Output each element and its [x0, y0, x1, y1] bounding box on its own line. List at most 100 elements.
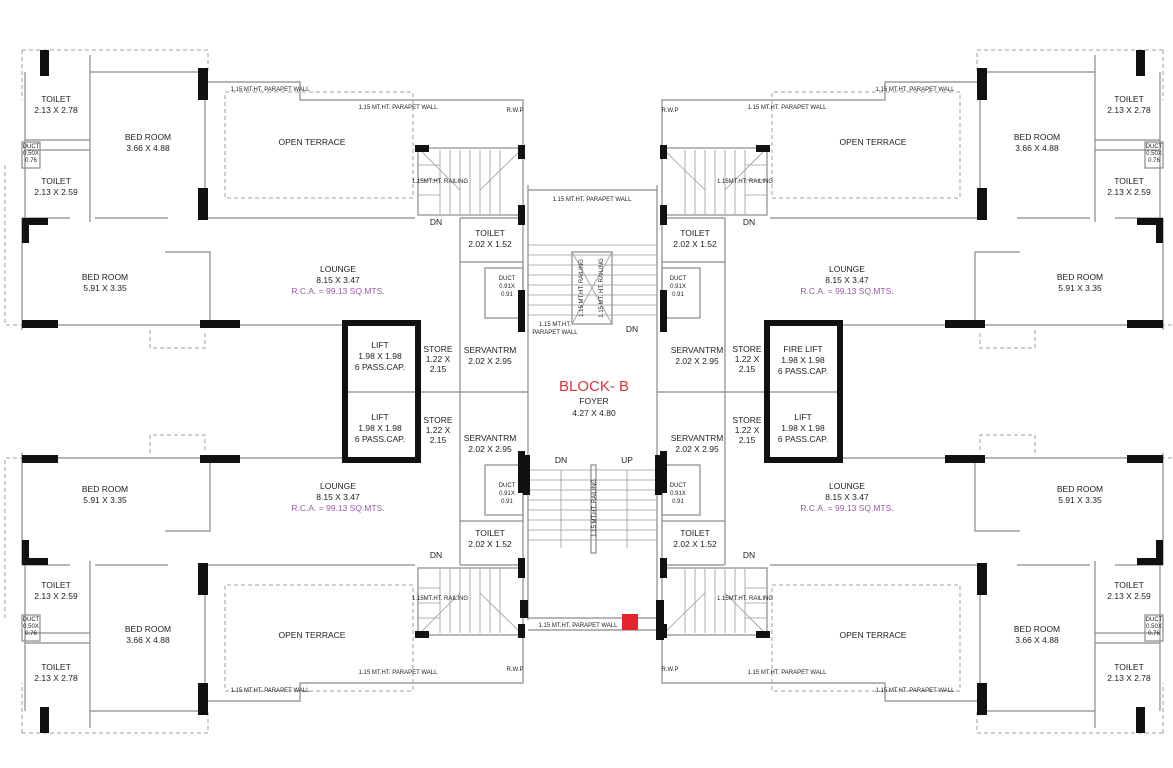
lounge-label: 8.15 X 3.47: [825, 275, 869, 285]
parapet-label: 1.15 MT.HT. PARAPET WALL: [231, 688, 311, 694]
toilet-label: 2.13 X 2.59: [1107, 591, 1151, 601]
servant-room-label: 2.02 X 2.95: [468, 356, 512, 366]
lounge-label: LOUNGE: [829, 264, 865, 274]
toilet-label: TOILET: [41, 580, 71, 590]
toilet-label: TOILET: [1114, 176, 1144, 186]
lounge-label: R.C.A. = 99.13 SQ.MTS.: [291, 286, 384, 296]
servant-room-label: SERVANTRM: [671, 345, 724, 355]
duct-label: 0.91: [672, 499, 684, 505]
duct-label: 0.76: [25, 158, 37, 164]
lift-label: 6 PASS.CAP.: [355, 434, 405, 444]
rwp-label: R.W.P: [506, 108, 523, 114]
rwp-label: R.W.P: [661, 108, 678, 114]
railing-label: 1.15MT.HT. RAILING: [717, 179, 773, 185]
bedroom-label: BED ROOM: [1057, 484, 1103, 494]
lounge-label: R.C.A. = 99.13 SQ.MTS.: [291, 503, 384, 513]
bedroom-label: 3.66 X 4.88: [126, 143, 170, 153]
duct-label: DUCT: [1146, 144, 1163, 150]
stair-up-label: UP: [621, 455, 633, 465]
duct-label: DUCT: [670, 276, 687, 282]
store-label: STORE: [423, 415, 452, 425]
toilet-label: TOILET: [475, 228, 505, 238]
toilet-label: 2.02 X 1.52: [468, 239, 512, 249]
duct-label: DUCT: [670, 483, 687, 489]
lift-shaft-right: [764, 320, 843, 463]
stair-bottom-treads: [528, 469, 657, 548]
railing-label: 1.15 MT.HT. RAILING: [579, 259, 585, 317]
duct-label: 0.91: [672, 292, 684, 298]
stair-dn-label: DN: [626, 324, 638, 334]
stair-dn-label: DN: [743, 550, 755, 560]
store-label: STORE: [423, 344, 452, 354]
duct-label: 0.91X: [670, 284, 686, 290]
bedroom-label: BED ROOM: [82, 272, 128, 282]
rwp-label: R.W.P: [506, 667, 523, 673]
foyer-label: 4.27 X 4.80: [572, 408, 616, 418]
servant-room-label: SERVANTRM: [464, 433, 517, 443]
servant-room-label: SERVANTRM: [671, 433, 724, 443]
bedroom-label: 5.91 X 3.35: [1058, 495, 1102, 505]
lounge-label: LOUNGE: [320, 481, 356, 491]
toilet-label: 2.13 X 2.78: [1107, 105, 1151, 115]
store-label: 1.22 X: [735, 354, 760, 364]
lift-label: 6 PASS.CAP.: [355, 362, 405, 372]
duct-label: DUCT: [499, 483, 516, 489]
lounge-label: R.C.A. = 99.13 SQ.MTS.: [800, 503, 893, 513]
toilet-label: TOILET: [41, 94, 71, 104]
toilet-label: TOILET: [1114, 94, 1144, 104]
store-label: 2.15: [739, 435, 756, 445]
fire-lift-label: 1.98 X 1.98: [781, 355, 825, 365]
terrace-label: OPEN TERRACE: [840, 137, 907, 147]
lift-label: 6 PASS.CAP.: [778, 434, 828, 444]
lift-shaft-left: [342, 320, 421, 463]
toilet-label: TOILET: [1114, 662, 1144, 672]
toilet-label: TOILET: [680, 228, 710, 238]
lift-label: 1.98 X 1.98: [358, 423, 402, 433]
toilet-label: TOILET: [475, 528, 505, 538]
store-label: 1.22 X: [426, 354, 451, 364]
stair-dn-label: DN: [430, 550, 442, 560]
toilet-label: TOILET: [680, 528, 710, 538]
duct-label: 0.50X: [23, 151, 39, 157]
lift-label: LIFT: [794, 412, 811, 422]
rwp-label: R.W.P: [661, 667, 678, 673]
duct-label: 0.91X: [499, 284, 515, 290]
central-railing: [571, 251, 613, 325]
railing-label: 1.15 MT. HT. RAILING: [599, 258, 605, 318]
toilet-label: TOILET: [41, 662, 71, 672]
stair-dn-label: DN: [555, 455, 567, 465]
bedroom-label: 5.91 X 3.35: [83, 283, 127, 293]
fire-lift-label: FIRE LIFT: [783, 344, 822, 354]
central-railing: [590, 464, 597, 554]
parapet-label: 1.15 MT.HT. PARAPET WALL: [359, 670, 439, 676]
store-label: STORE: [732, 415, 761, 425]
toilet-label: 2.13 X 2.78: [1107, 673, 1151, 683]
lift-label: 1.98 X 1.98: [781, 423, 825, 433]
bedroom-label: 3.66 X 4.88: [126, 635, 170, 645]
rwp-marker-icon: [622, 614, 638, 630]
servant-room-label: 2.02 X 2.95: [675, 444, 719, 454]
bedroom-label: BED ROOM: [1014, 132, 1060, 142]
servant-room-label: 2.02 X 2.95: [468, 444, 512, 454]
duct-label: 0.76: [1148, 631, 1160, 637]
lounge-label: R.C.A. = 99.13 SQ.MTS.: [800, 286, 893, 296]
duct-label: 0.91: [501, 499, 513, 505]
parapet-label: 1.15 MT.HT. PARAPET WALL: [748, 105, 828, 111]
duct-label: DUCT: [1146, 617, 1163, 623]
column: [655, 455, 662, 495]
lounge-label: LOUNGE: [829, 481, 865, 491]
railing-label: 1.15MT.HT. RAILING: [717, 596, 773, 602]
store-label: 2.15: [739, 364, 756, 374]
railing-label: 1.15MT.HT. RAILING: [412, 179, 468, 185]
unit-top-right: [659, 49, 1173, 349]
store-label: 1.22 X: [426, 425, 451, 435]
toilet-label: 2.13 X 2.78: [34, 673, 78, 683]
duct-label: 0.50X: [23, 624, 39, 630]
lift-label: LIFT: [371, 340, 388, 350]
store-label: 2.15: [430, 435, 447, 445]
parapet-label: PARAPET WALL: [532, 330, 578, 336]
duct-label: 0.50X: [1146, 624, 1162, 630]
lift-label: LIFT: [371, 412, 388, 422]
